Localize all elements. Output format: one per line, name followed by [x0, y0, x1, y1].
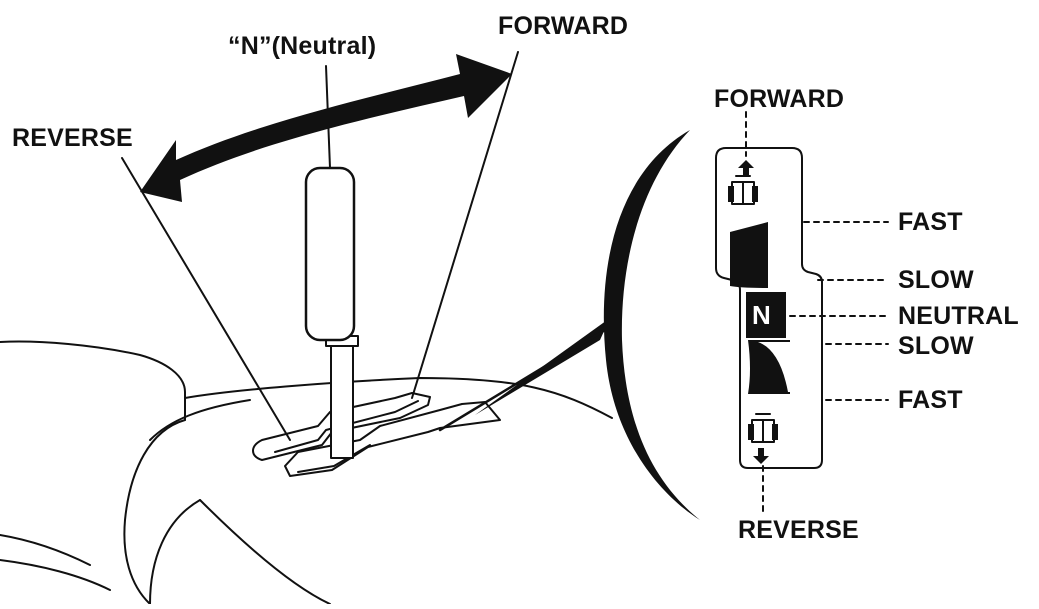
magnifier-arc	[603, 130, 700, 520]
base-edge	[199, 499, 331, 605]
fast-lower-label: FAST	[898, 386, 963, 414]
forward-top-label: FORWARD	[498, 12, 629, 40]
slow-upper-label: SLOW	[898, 266, 974, 294]
speed-plate	[284, 401, 501, 477]
body-top-edge	[184, 377, 613, 419]
callout-line	[438, 328, 607, 432]
neutral-top-label: “N”(Neutral)	[228, 32, 377, 60]
dashed-leaders	[745, 111, 889, 513]
slot-inner	[274, 400, 419, 453]
slow-lower-label: SLOW	[898, 332, 974, 360]
body-side-edge	[149, 399, 251, 441]
reverse-left-label: REVERSE	[12, 124, 133, 152]
leader-forward	[411, 51, 519, 399]
neutral-plate-letter: N	[752, 300, 771, 330]
tractor-reverse-icon	[748, 413, 778, 443]
wedge-upper	[730, 222, 768, 288]
reverse-panel-label: REVERSE	[738, 516, 859, 544]
down-arrow-icon	[753, 448, 769, 464]
fast-upper-label: FAST	[898, 208, 963, 236]
body-lower-curve	[149, 499, 201, 605]
neutral-right-label: NEUTRAL	[898, 302, 1019, 330]
double-headed-arrow-icon	[140, 54, 512, 202]
tractor-forward-icon	[728, 175, 758, 205]
left-panel-ridge	[0, 559, 111, 591]
forward-panel-label: FORWARD	[714, 85, 845, 113]
speed-plate-border	[297, 444, 371, 473]
lever-knob	[304, 166, 356, 342]
lever-slot	[252, 392, 431, 461]
up-arrow-icon	[738, 160, 754, 176]
leader-reverse	[121, 157, 291, 441]
left-panel-ridge-2	[0, 534, 91, 566]
lever-shaft	[330, 337, 354, 459]
fender-outline	[0, 340, 186, 421]
neutral-plate-box	[746, 292, 786, 338]
fender-inner-curve	[123, 419, 186, 605]
